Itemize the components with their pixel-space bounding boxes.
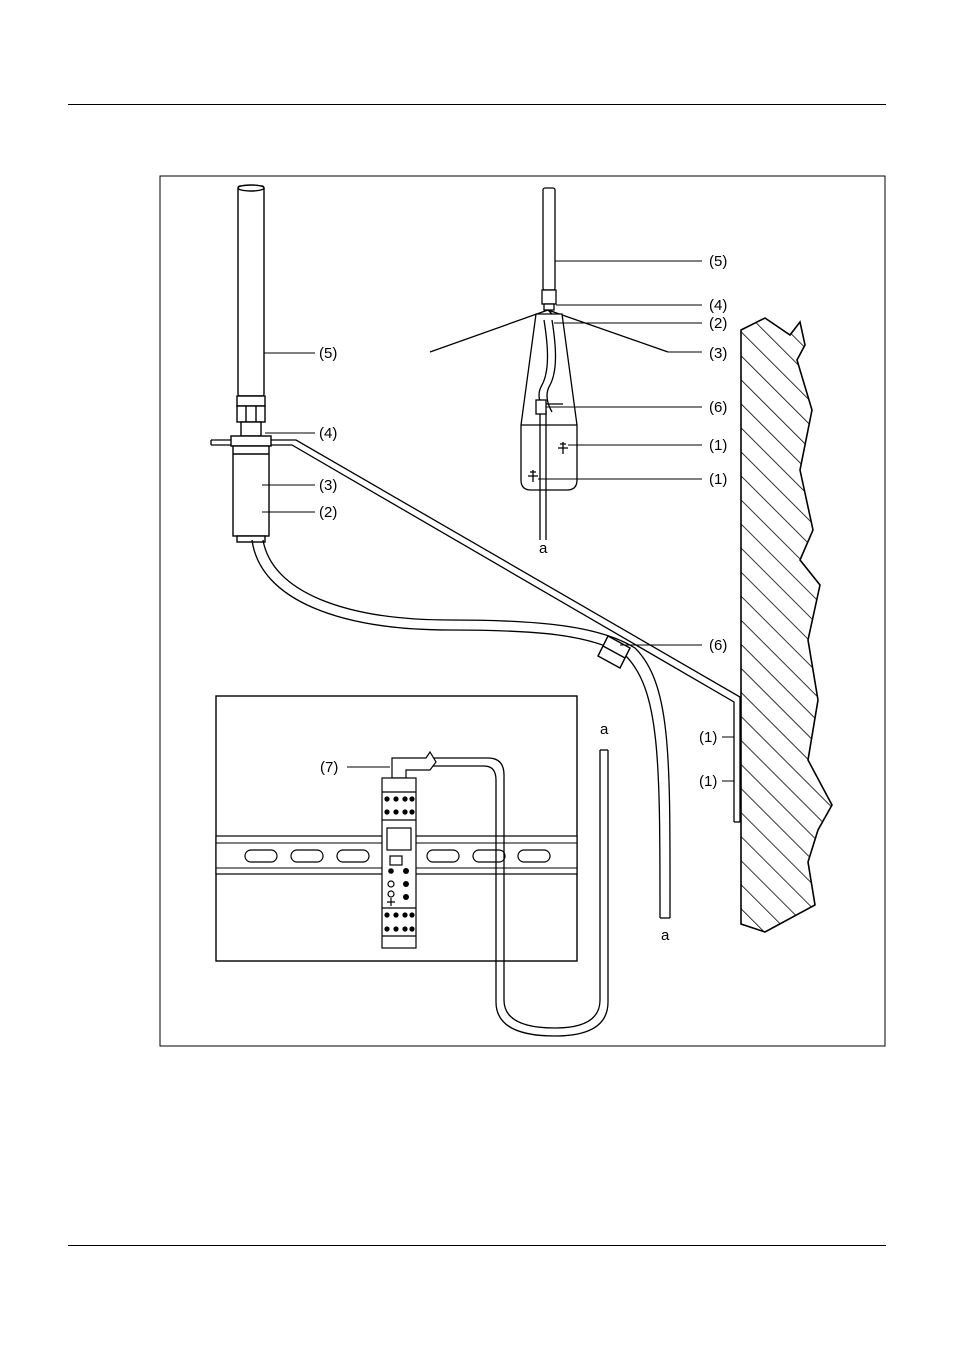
label-cable-6: (6) <box>709 637 727 654</box>
label-left-5: (5) <box>319 345 337 362</box>
label-right-1b: (1) <box>709 471 727 488</box>
label-right-6: (6) <box>709 399 727 416</box>
label-cut-a-bottom: a <box>661 927 670 944</box>
wall <box>741 318 832 932</box>
label-left-3: (3) <box>319 477 337 494</box>
label-right-3: (3) <box>709 345 727 362</box>
label-left-2: (2) <box>319 504 337 521</box>
label-wall-1a: (1) <box>699 729 717 746</box>
nut <box>237 396 265 406</box>
label-right-5: (5) <box>709 253 727 270</box>
cable-clamp <box>598 636 630 668</box>
left-antenna-assembly <box>237 185 265 436</box>
antenna-rod <box>238 186 264 396</box>
left-antenna-housing <box>231 436 271 542</box>
label-right-a: a <box>539 540 548 557</box>
right-antenna-rod <box>543 188 555 290</box>
nut-hex <box>237 406 265 422</box>
label-wall-1b: (1) <box>699 773 717 790</box>
label-cut-a-top: a <box>600 721 609 738</box>
label-right-1a: (1) <box>709 437 727 454</box>
label-right-4: (4) <box>709 297 727 314</box>
label-left-4: (4) <box>319 425 337 442</box>
label-device-7: (7) <box>320 759 338 776</box>
label-right-2: (2) <box>709 315 727 332</box>
right-antenna-assembly <box>430 188 668 540</box>
